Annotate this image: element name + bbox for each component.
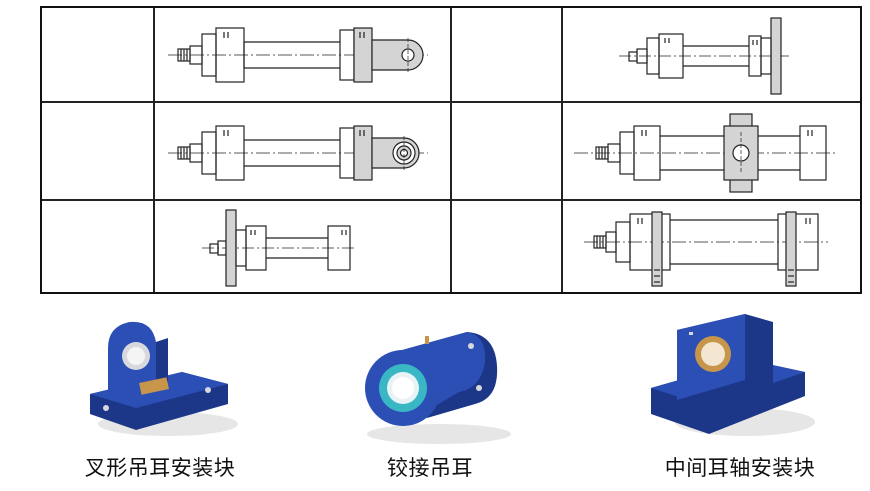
rear-flange-cylinder-drawing xyxy=(617,16,797,96)
mid-trunnion-cylinder-drawing xyxy=(572,112,842,194)
mounting-styles-table xyxy=(40,6,862,294)
clevis-cylinder-drawing xyxy=(164,18,434,93)
caption-clevis-mount-block: 叉形吊耳安装块 xyxy=(84,456,236,480)
spherical-rod-eye-icon xyxy=(355,322,515,454)
table-divider xyxy=(42,199,860,201)
trunnion-mount-block-icon xyxy=(645,310,815,449)
clevis-mount-block-icon xyxy=(78,312,238,446)
caption-trunnion-mount-block: 中间耳轴安装块 xyxy=(664,456,816,480)
caption-spherical-rod-eye: 铰接吊耳 xyxy=(387,456,473,480)
table-divider xyxy=(450,8,452,292)
front-flange-cylinder-drawing xyxy=(200,208,360,288)
spherical-eye-cylinder-drawing xyxy=(164,116,434,191)
tie-rod-cylinder-drawing xyxy=(582,206,832,290)
table-divider xyxy=(561,8,563,292)
table-divider xyxy=(153,8,155,292)
table-divider xyxy=(42,101,860,103)
